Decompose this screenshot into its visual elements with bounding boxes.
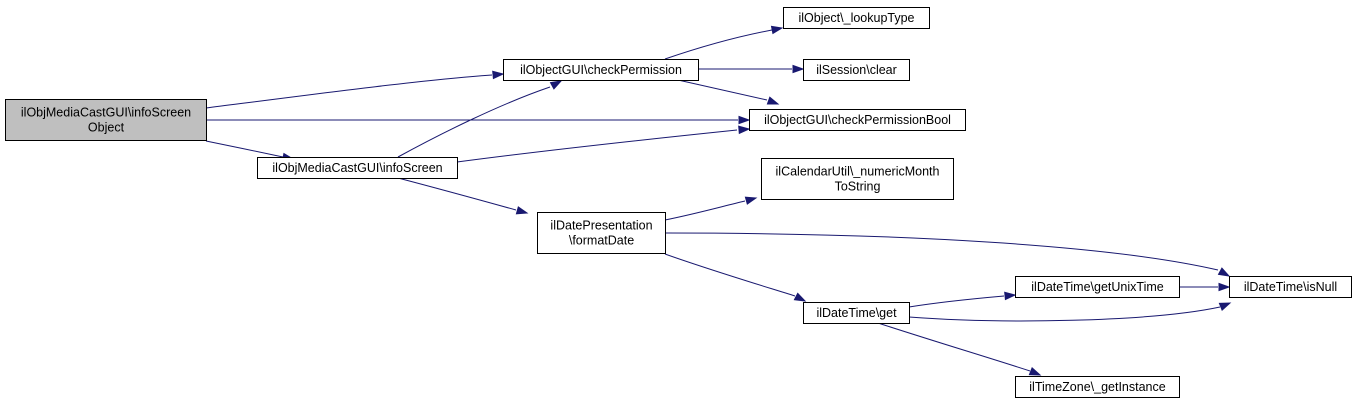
edge-line — [664, 29, 773, 60]
node-box[interactable] — [5, 99, 207, 141]
node-box[interactable] — [761, 158, 954, 200]
edge-check-permission-to-check-permission-bool — [677, 79, 780, 105]
nodes-layer: ilObjMediaCastGUI\infoScreenObjectilObje… — [5, 7, 1352, 398]
edge-datetime-get-to-get-unix-time — [908, 291, 1017, 308]
node-box[interactable] — [503, 59, 699, 81]
node-box[interactable] — [803, 302, 910, 324]
arrowhead-icon — [744, 196, 758, 205]
node-info-screen[interactable]: ilObjMediaCastGUI\infoScreen — [257, 157, 458, 179]
node-box[interactable] — [257, 157, 458, 179]
edge-line — [664, 232, 1219, 271]
edges-layer — [205, 25, 1232, 376]
edge-line — [908, 295, 1005, 308]
arrowhead-icon — [1217, 267, 1231, 277]
edge-check-permission-to-session-clear — [698, 64, 805, 74]
node-label: ToString — [835, 180, 881, 194]
node-label: Object — [88, 121, 125, 135]
edge-datetime-get-to-timezone-instance — [877, 322, 1042, 376]
node-datetime-get[interactable]: ilDateTime\get — [803, 302, 910, 324]
edge-line — [664, 200, 746, 221]
arrowhead-icon — [1218, 282, 1231, 292]
arrowhead-icon — [766, 96, 780, 105]
arrowhead-icon — [792, 64, 805, 74]
edge-root-to-check-permission — [205, 70, 505, 109]
node-label: ilDatePresentation — [550, 219, 652, 233]
node-get-unix-time[interactable]: ilDateTime\getUnixTime — [1015, 276, 1180, 298]
node-label: \formatDate — [569, 234, 634, 248]
node-box[interactable] — [803, 59, 910, 81]
arrowhead-icon — [793, 292, 807, 302]
node-label: ilObjectGUI\checkPermissionBool — [764, 113, 951, 127]
edge-check-permission-to-lookup-type — [664, 25, 784, 60]
edge-line — [397, 86, 551, 158]
node-box[interactable] — [1229, 276, 1352, 298]
edge-info-screen-to-check-permission-bool — [456, 125, 751, 163]
node-check-permission-bool[interactable]: ilObjectGUI\checkPermissionBool — [749, 109, 966, 131]
arrowhead-icon — [1028, 367, 1042, 376]
edge-line — [677, 79, 768, 101]
edge-line — [908, 306, 1221, 322]
edge-format-date-to-datetime-get — [664, 253, 807, 302]
node-label: ilTimeZone\_getInstance — [1029, 380, 1165, 394]
arrowhead-icon — [770, 25, 784, 35]
edge-info-screen-to-check-permission — [397, 80, 563, 158]
node-label: ilDateTime\get — [816, 306, 897, 320]
arrowhead-icon — [738, 125, 751, 135]
node-label: ilDateTime\isNull — [1244, 280, 1337, 294]
node-label: ilObjectGUI\checkPermission — [520, 63, 682, 77]
edge-format-date-to-numeric-month — [664, 196, 758, 221]
node-format-date[interactable]: ilDatePresentation\formatDate — [537, 212, 666, 254]
node-label: ilObjMediaCastGUI\infoScreen — [272, 161, 442, 175]
node-lookup-type[interactable]: ilObject\_lookupType — [783, 7, 930, 29]
arrowhead-icon — [738, 115, 751, 125]
node-box[interactable] — [1015, 276, 1180, 298]
node-label: ilObjMediaCastGUI\infoScreen — [21, 106, 191, 120]
edge-datetime-get-to-is-null — [908, 302, 1232, 322]
edge-line — [205, 140, 284, 158]
arrowhead-icon — [1004, 291, 1017, 301]
node-label: ilSession\clear — [816, 63, 897, 77]
node-label: ilCalendarUtil\_numericMonth — [776, 165, 940, 179]
edge-line — [397, 177, 517, 211]
node-check-permission[interactable]: ilObjectGUI\checkPermission — [503, 59, 699, 81]
arrowhead-icon — [492, 70, 505, 80]
edge-line — [456, 129, 738, 163]
node-session-clear[interactable]: ilSession\clear — [803, 59, 910, 81]
edge-line — [664, 253, 796, 297]
edge-info-screen-to-format-date — [397, 177, 529, 215]
arrowhead-icon — [515, 206, 529, 215]
arrowhead-icon — [1218, 302, 1232, 311]
node-is-null[interactable]: ilDateTime\isNull — [1229, 276, 1352, 298]
node-label: ilObject\_lookupType — [798, 11, 914, 25]
edge-line — [205, 74, 493, 109]
edge-line — [877, 322, 1031, 372]
edge-root-to-check-permission-bool — [206, 115, 751, 125]
edge-get-unix-time-to-is-null — [1179, 282, 1231, 292]
node-box[interactable] — [537, 212, 666, 254]
node-box[interactable] — [749, 109, 966, 131]
arrowhead-icon — [549, 80, 563, 90]
node-label: ilDateTime\getUnixTime — [1031, 280, 1163, 294]
node-timezone-instance[interactable]: ilTimeZone\_getInstance — [1015, 376, 1180, 398]
edge-format-date-to-is-null — [664, 232, 1231, 277]
node-box[interactable] — [783, 7, 930, 29]
node-box[interactable] — [1015, 376, 1180, 398]
